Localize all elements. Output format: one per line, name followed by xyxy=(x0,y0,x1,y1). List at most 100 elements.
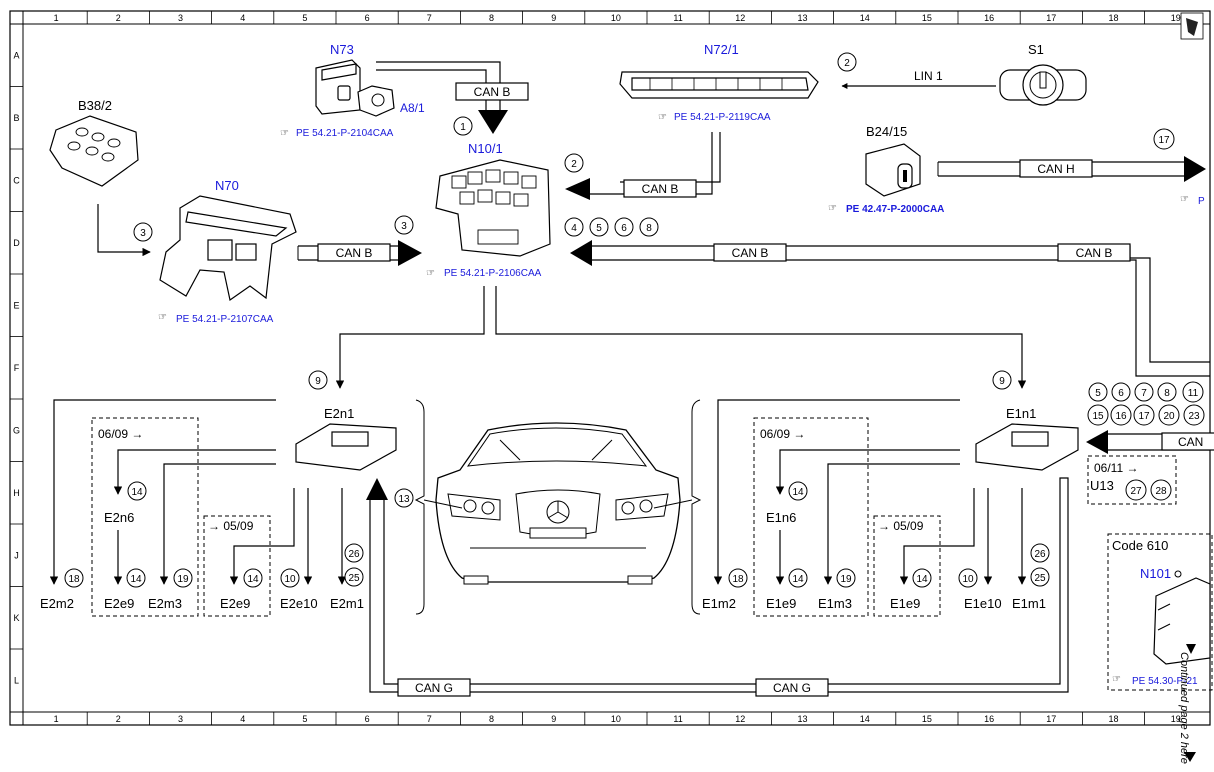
e2n1-headlamp-control-unit[interactable]: E2n1 xyxy=(295,406,397,471)
can-b-label-right: CAN B xyxy=(1076,246,1113,260)
n10-1-label: N10/1 xyxy=(468,141,503,156)
e1n6-label: E1n6 xyxy=(766,510,796,525)
grid-col-14: 14 xyxy=(860,714,870,724)
can-g-label-left: CAN G xyxy=(415,681,453,695)
grid-col-16: 16 xyxy=(984,714,994,724)
note-05-09-left: → 05/09 xyxy=(208,519,254,533)
n70-overhead-control-panel[interactable]: N70 ☞ PE 54.21-P-2107CAA xyxy=(158,178,297,325)
can-b-label-n73: CAN B xyxy=(474,85,511,99)
grid-col-1: 1 xyxy=(54,714,59,724)
svg-text:14: 14 xyxy=(792,574,804,585)
svg-text:13: 13 xyxy=(398,494,410,505)
svg-text:26: 26 xyxy=(1034,549,1046,560)
can-b-label-n70: CAN B xyxy=(336,246,373,260)
svg-text:8: 8 xyxy=(1164,388,1170,399)
n73-ignition-switch[interactable]: N73 A8/1 ☞ PE 54.21-P-2104CAA xyxy=(280,42,425,139)
note-06-09-right: 06/09 → xyxy=(760,427,805,441)
reference-icon: ☞ xyxy=(828,203,837,214)
n10-1-sam-control-unit[interactable]: N10/1 ☞ PE 54.21-P-2106CAA xyxy=(426,141,551,279)
svg-text:14: 14 xyxy=(916,574,928,585)
svg-text:6: 6 xyxy=(1118,388,1124,399)
e1n1-headlamp-control-unit[interactable]: E1n1 xyxy=(975,406,1079,471)
s1-light-switch[interactable]: S1 xyxy=(999,42,1087,106)
e1n1-label: E1n1 xyxy=(1006,406,1036,421)
svg-text:2: 2 xyxy=(571,159,577,170)
reference-icon: ☞ xyxy=(1112,674,1121,685)
svg-text:20: 20 xyxy=(1163,411,1175,422)
svg-text:5: 5 xyxy=(1095,388,1101,399)
note-06-11: 06/11 → xyxy=(1094,461,1138,475)
e2m3-label: E2m3 xyxy=(148,596,182,611)
grid-col-12: 12 xyxy=(735,13,745,23)
grid-col-8: 8 xyxy=(489,714,494,724)
e1e9-label-b: E1e9 xyxy=(890,596,920,611)
callout-3-b38: 3 xyxy=(133,222,153,242)
svg-text:28: 28 xyxy=(1155,486,1167,497)
e1m3-label: E1m3 xyxy=(818,596,852,611)
reference-icon: ☞ xyxy=(158,312,167,323)
svg-text:5: 5 xyxy=(596,223,602,234)
can-b-label-n72: CAN B xyxy=(642,182,679,196)
e2m1-label: E2m1 xyxy=(330,596,364,611)
grid-col-6: 6 xyxy=(365,13,370,23)
note-06-09-left: 06/09 → xyxy=(98,427,143,441)
b24-15-sensor[interactable]: B24/15 ☞ PE 42.47-P-2000CAA xyxy=(828,124,944,215)
svg-text:9: 9 xyxy=(315,376,321,387)
b24-15-reference: PE 42.47-P-2000CAA xyxy=(846,204,944,215)
callout-3-n70: 3 xyxy=(394,215,414,235)
grid-col-9: 9 xyxy=(551,13,556,23)
svg-text:6: 6 xyxy=(621,223,627,234)
n70-reference: PE 54.21-P-2107CAA xyxy=(176,314,274,325)
e1e10-label: E1e10 xyxy=(964,596,1002,611)
svg-text:10: 10 xyxy=(284,574,296,585)
u13-label: U13 xyxy=(1090,478,1114,493)
n101-reference: PE 54.30-P-21 xyxy=(1132,676,1198,687)
grid-col-7: 7 xyxy=(427,13,432,23)
svg-text:14: 14 xyxy=(131,487,143,498)
grid-row-L: L xyxy=(14,675,19,685)
callout-13: 13 xyxy=(394,488,414,508)
grid-col-15: 15 xyxy=(922,714,932,724)
grid-col-18: 18 xyxy=(1108,13,1118,23)
continued-page-2-label: Continued page 2 here xyxy=(1178,652,1190,764)
grid-col-5: 5 xyxy=(302,13,307,23)
grid-row-D: D xyxy=(13,238,20,248)
svg-text:26: 26 xyxy=(348,549,360,560)
e2n1-label: E2n1 xyxy=(324,406,354,421)
note-05-09-right: → 05/09 xyxy=(878,519,924,533)
grid-col-10: 10 xyxy=(611,13,621,23)
svg-text:3: 3 xyxy=(401,221,407,232)
svg-text:4: 4 xyxy=(571,223,577,234)
grid-row-A: A xyxy=(13,50,19,60)
grid-col-17: 17 xyxy=(1046,13,1056,23)
frame xyxy=(9,10,1211,726)
e1e9-label-a: E1e9 xyxy=(766,596,796,611)
b38-2-label: B38/2 xyxy=(78,98,112,113)
svg-text:17: 17 xyxy=(1138,411,1150,422)
grid-col-19: 19 xyxy=(1171,13,1181,23)
b38-2-rain-light-sensor[interactable]: B38/2 xyxy=(49,98,139,187)
can-b-bus-n72 xyxy=(623,179,697,198)
grid-col-6: 6 xyxy=(365,714,370,724)
grid-row-C: C xyxy=(13,175,20,185)
svg-text:14: 14 xyxy=(130,574,142,585)
e2e10-label: E2e10 xyxy=(280,596,318,611)
reference-icon: ☞ xyxy=(1180,194,1189,205)
svg-text:19: 19 xyxy=(177,574,189,585)
e2e9-label-a: E2e9 xyxy=(104,596,134,611)
can-b-label-mid: CAN B xyxy=(732,246,769,260)
grid-row-G: G xyxy=(13,425,20,435)
grid-col-11: 11 xyxy=(673,714,682,724)
svg-text:19: 19 xyxy=(840,574,852,585)
n73-label: N73 xyxy=(330,42,354,57)
n101-label: N101 xyxy=(1140,566,1171,581)
n101-night-view-control-unit[interactable]: N101 ☞ PE 54.30-P-21 xyxy=(1112,566,1211,687)
grid-col-15: 15 xyxy=(922,13,932,23)
svg-text:2: 2 xyxy=(844,58,850,69)
callout-2-lin: 2 xyxy=(837,52,857,72)
n72-1-upper-control-panel[interactable]: N72/1 ☞ PE 54.21-P-2119CAA xyxy=(619,42,819,123)
e1m2-label: E1m2 xyxy=(702,596,736,611)
can-b-bus-n70 xyxy=(317,243,391,262)
reference-icon: ☞ xyxy=(280,128,289,139)
